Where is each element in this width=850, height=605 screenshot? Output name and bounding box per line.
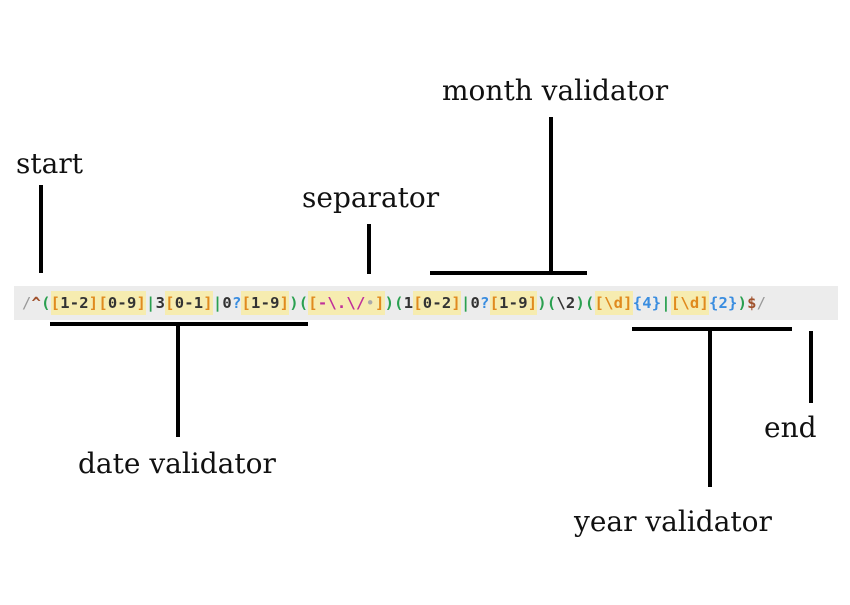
- regex-token-lit: 0: [222, 294, 232, 312]
- regex-token-quant: {4}: [632, 294, 662, 312]
- year-pointer-line: [708, 327, 712, 487]
- regex-token-alt: |: [460, 294, 471, 312]
- regex-token-lit: 3: [155, 294, 166, 312]
- regex-token-class: ]: [451, 291, 461, 315]
- regex-token-group: ): [384, 294, 395, 312]
- regex-token-inner: 1-9: [251, 291, 280, 315]
- regex-token-class: ]: [203, 291, 213, 315]
- regex-token-class: ]: [375, 291, 385, 315]
- regex-token-class: [: [50, 291, 61, 315]
- start-label: start: [16, 147, 83, 180]
- regex-token-inner: 0-9: [107, 291, 137, 315]
- month-bracket-line: [430, 271, 587, 275]
- regex-token-lit: 1: [403, 294, 414, 312]
- regex-token-class: [: [489, 291, 500, 315]
- start-pointer-line: [39, 185, 43, 273]
- date-validator-label: date validator: [78, 447, 276, 480]
- regex-token-class: [: [98, 291, 108, 315]
- regex-token-class: ]: [88, 291, 99, 315]
- regex-token-inner: 1-9: [499, 291, 528, 315]
- regex-token-group: ): [289, 294, 299, 312]
- regex-token-quant: {2}: [708, 294, 738, 312]
- regex-token-inner: 1-2: [60, 291, 89, 315]
- regex-token-class: [: [241, 291, 252, 315]
- regex-token-group: (: [298, 294, 309, 312]
- regex-token-class: [: [413, 291, 423, 315]
- regex-token-group: (: [41, 294, 51, 312]
- year-bracket-line: [632, 327, 792, 331]
- regex-token-group: (: [546, 294, 557, 312]
- regex-token-class: ]: [279, 291, 290, 315]
- regex-token-group: ): [737, 294, 748, 312]
- month-validator-label: month validator: [442, 74, 669, 107]
- regex-token-group: (: [585, 294, 595, 312]
- regex-expression: /^([1-2][0-9]|3[0-1]|0?[1-9])([-\.\/•])(…: [22, 291, 766, 315]
- end-label: end: [764, 411, 817, 444]
- regex-token-alt: |: [212, 294, 223, 312]
- regex-token-dot: •: [365, 291, 376, 315]
- regex-token-group: ): [575, 294, 585, 312]
- regex-token-anchor: ^: [31, 294, 42, 312]
- regex-token-lit: 0: [470, 294, 481, 312]
- regex-token-class: [\d]: [594, 291, 633, 315]
- regex-token-class: ]: [527, 291, 538, 315]
- separator-pointer-line: [367, 224, 371, 274]
- regex-token-inner: 0-2: [422, 291, 452, 315]
- date-pointer-line: [176, 322, 180, 437]
- year-validator-label: year validator: [574, 505, 772, 538]
- month-pointer-line: [549, 117, 553, 274]
- separator-label: separator: [302, 181, 440, 214]
- end-pointer-line: [809, 331, 813, 403]
- regex-token-class: [: [308, 291, 318, 315]
- regex-token-lit: \2: [556, 294, 576, 312]
- regex-token-group: (: [394, 294, 404, 312]
- regex-token-group: ): [537, 294, 547, 312]
- regex-token-inner: 0-1: [174, 291, 204, 315]
- regex-token-quant: ?: [231, 294, 242, 312]
- regex-token-alt: |: [661, 294, 671, 312]
- regex-token-class: [\d]: [670, 291, 709, 315]
- regex-token-alt: |: [146, 294, 156, 312]
- regex-token-slash: /: [756, 294, 767, 312]
- regex-token-class: [: [165, 291, 175, 315]
- regex-token-esc: -\.\/: [317, 291, 366, 315]
- regex-token-quant: ?: [480, 294, 490, 312]
- regex-token-class: ]: [136, 291, 147, 315]
- regex-token-anchor: $: [747, 294, 757, 312]
- regex-token-slash: /: [22, 294, 32, 312]
